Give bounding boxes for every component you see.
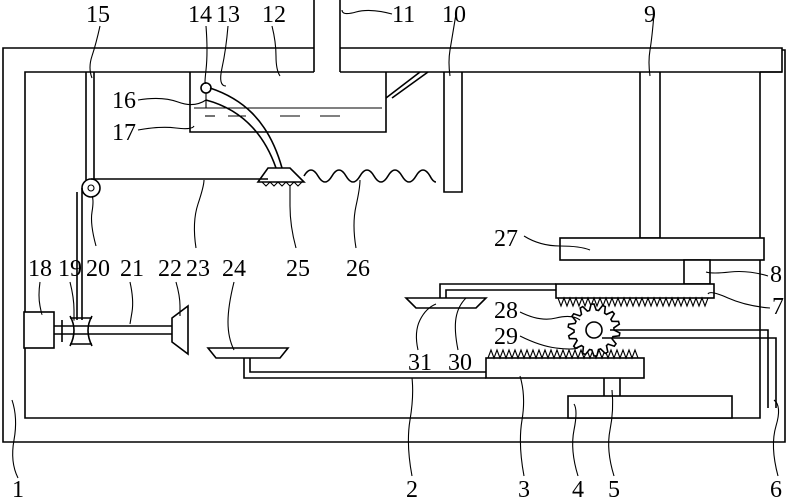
lower-rack xyxy=(486,358,644,378)
label-25: 25 xyxy=(286,256,310,282)
label-5: 5 xyxy=(608,477,620,502)
label-27: 27 xyxy=(494,226,518,252)
gear-hub xyxy=(586,322,602,338)
left-rod xyxy=(86,72,94,180)
tray xyxy=(208,348,288,358)
label-4: 4 xyxy=(572,477,584,502)
lower-rack-teeth xyxy=(488,350,638,358)
label-18: 18 xyxy=(28,256,52,282)
spring xyxy=(304,170,436,182)
label-13: 13 xyxy=(216,2,240,28)
post-9 xyxy=(640,72,660,238)
float-ball xyxy=(201,83,211,93)
label-6: 6 xyxy=(770,477,782,502)
label-3: 3 xyxy=(518,477,530,502)
label-29: 29 xyxy=(494,324,518,350)
plate-27 xyxy=(560,238,764,260)
label-19: 19 xyxy=(58,256,82,282)
post-10 xyxy=(444,72,462,192)
hose-inner xyxy=(206,100,276,168)
label-31: 31 xyxy=(408,350,432,376)
upper-rack xyxy=(556,284,714,298)
upper-tray xyxy=(406,298,486,308)
label-21: 21 xyxy=(120,256,144,282)
label-9: 9 xyxy=(644,2,656,28)
label-15: 15 xyxy=(86,2,110,28)
water-tank xyxy=(194,108,382,116)
label-23: 23 xyxy=(186,256,210,282)
motor xyxy=(24,312,54,348)
upper-rack-teeth xyxy=(558,298,708,306)
upper-tray-rod xyxy=(440,284,556,298)
label-11: 11 xyxy=(392,2,415,28)
label-12: 12 xyxy=(262,2,286,28)
label-30: 30 xyxy=(448,350,472,376)
label-1: 1 xyxy=(12,477,24,502)
label-20: 20 xyxy=(86,256,110,282)
label-22: 22 xyxy=(158,256,182,282)
label-14: 14 xyxy=(188,2,212,28)
spool xyxy=(62,316,92,346)
label-16: 16 xyxy=(112,88,136,114)
spray-nozzle xyxy=(258,168,304,182)
label-7: 7 xyxy=(772,294,784,320)
label-26: 26 xyxy=(346,256,370,282)
label-24: 24 xyxy=(222,256,246,282)
label-10: 10 xyxy=(442,2,466,28)
label-28: 28 xyxy=(494,298,518,324)
label-8: 8 xyxy=(770,262,782,288)
base-4 xyxy=(568,396,732,418)
label-2: 2 xyxy=(406,477,418,502)
label-17: 17 xyxy=(112,120,136,146)
pulley xyxy=(82,179,100,197)
